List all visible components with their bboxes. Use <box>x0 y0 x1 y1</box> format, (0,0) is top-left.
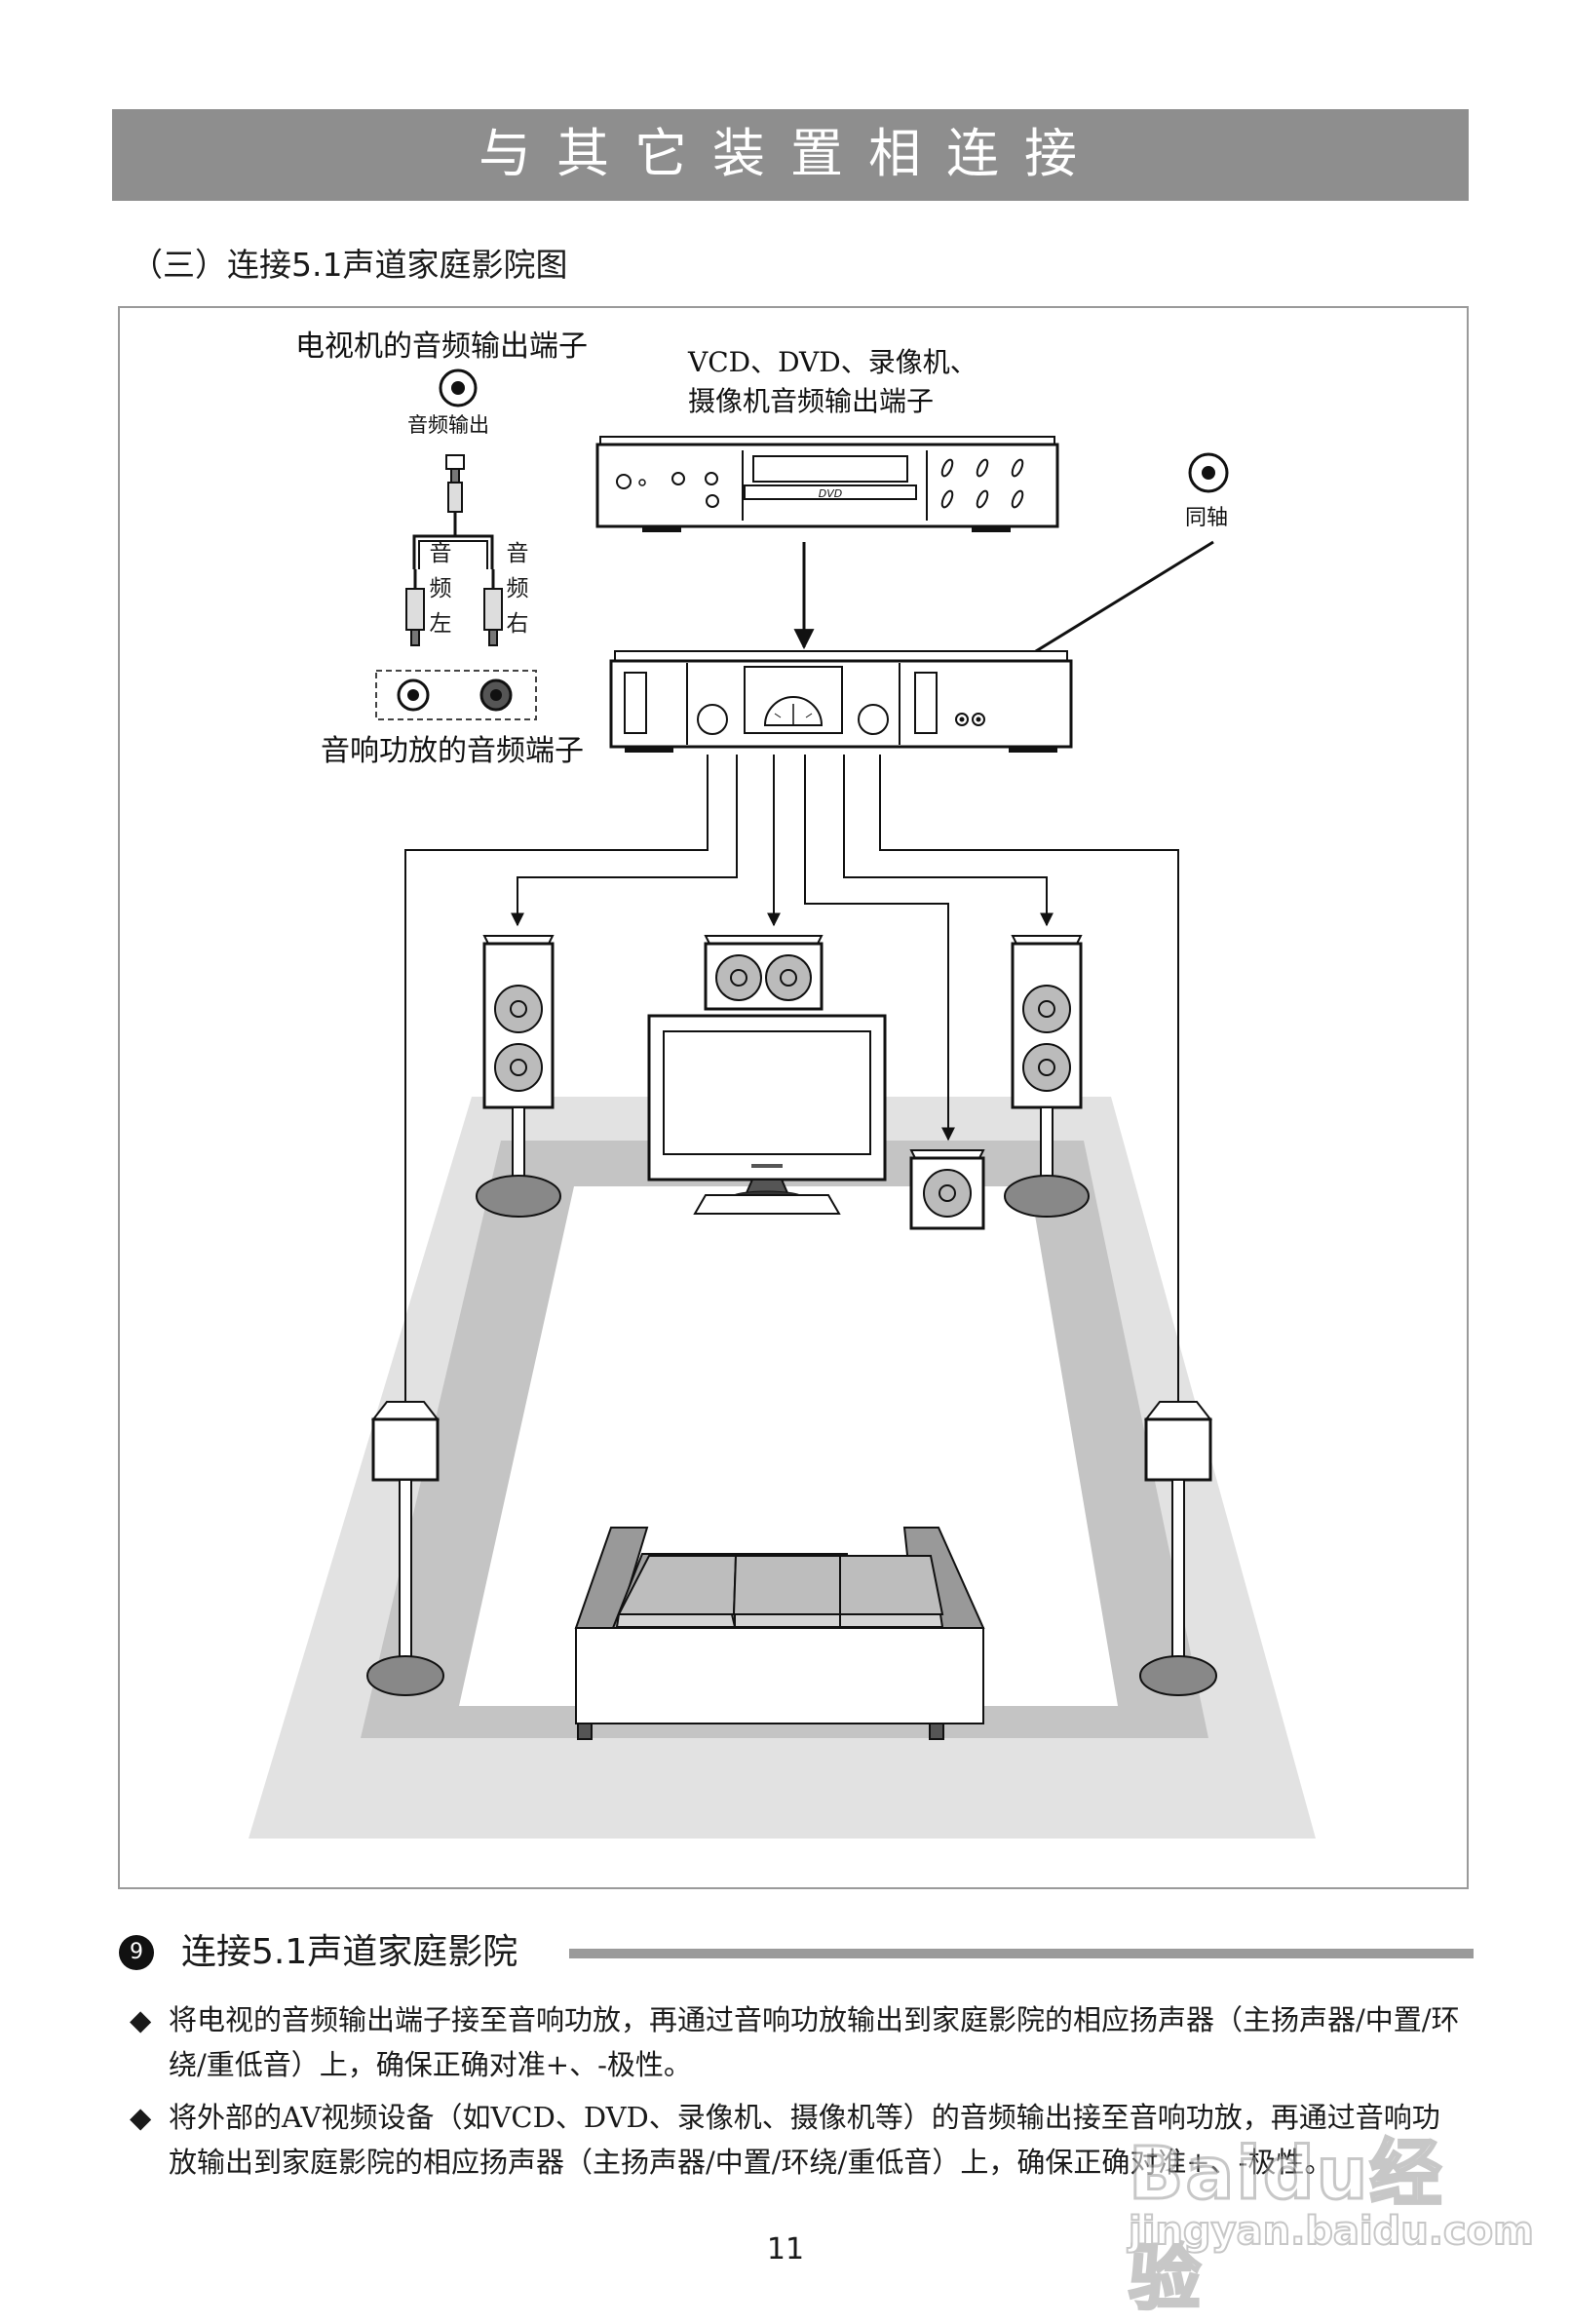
coaxial-label: 同轴 <box>1185 506 1229 530</box>
bullet-text: 将外部的AV视频设备（如VCD、DVD、录像机、摄像机等）的音频输出接至音响功放… <box>169 2101 1440 2179</box>
amp-audio-terminals-label: 音响功放的音频端子 <box>321 734 584 768</box>
front-left-speaker <box>476 935 561 1218</box>
sofa <box>574 1527 985 1740</box>
av-amplifier <box>609 650 1073 753</box>
coaxial-jack <box>1188 452 1229 493</box>
wire-subwoofer <box>804 755 955 1142</box>
watermark-url: jingyan.baidu.com <box>1128 2208 1535 2255</box>
rca-y-cable <box>405 454 503 646</box>
rear-left-speaker <box>366 1401 444 1696</box>
page-header-title: 与其它装置相连接 <box>479 123 1102 184</box>
item-number-badge: 9 <box>119 1935 154 1970</box>
audio-output-label: 音频输出 <box>407 413 489 437</box>
speaker-wires <box>399 755 1185 1415</box>
left-channel-char-2: 频 <box>429 576 452 601</box>
left-channel-char-3: 左 <box>429 611 452 637</box>
watermark-logo: Baidu经验 <box>1128 2131 1444 2322</box>
bullet-text: 将电视的音频输出端子接至音响功放，再通过音响功放输出到家庭影院的相应扬声器（主扬… <box>169 2003 1460 2081</box>
right-channel-char-3: 右 <box>506 611 529 637</box>
baidu-jingyan-watermark: Baidu经验 jingyan.baidu.com <box>1128 2115 1535 2322</box>
item-heading-text: 连接5.1声道家庭影院 <box>181 1932 518 1972</box>
heading-rule <box>569 1949 1474 1958</box>
center-speaker <box>704 935 824 1011</box>
television <box>647 1014 887 1215</box>
bullet-diamond-icon: ◆ <box>130 2101 152 2134</box>
source-label-line2: 摄像机音频输出端子 <box>688 385 935 417</box>
dvd-player: DVD <box>595 436 1059 532</box>
dvd-logo-text: DVD <box>819 487 842 500</box>
amp-audio-input-jacks <box>375 670 537 720</box>
right-channel-char-1: 音 <box>506 541 529 566</box>
wire-rear-left <box>399 755 709 1415</box>
wire-front-left <box>511 755 738 927</box>
front-right-speaker <box>1004 935 1090 1218</box>
wire-rear-right <box>879 755 1185 1415</box>
tv-audio-output-label: 电视机的音频输出端子 <box>295 329 588 364</box>
header-bar: 与其它装置相连接 <box>112 109 1469 201</box>
bullet-item: ◆ 将外部的AV视频设备（如VCD、DVD、录像机、摄像机等）的音频输出接至音响… <box>130 2095 1463 2185</box>
subwoofer <box>909 1149 985 1230</box>
section-title: （三）连接5.1声道家庭影院图 <box>131 246 568 284</box>
rear-right-speaker <box>1139 1401 1217 1696</box>
home-theater-diagram: DVD <box>249 368 1316 1839</box>
right-channel-char-2: 频 <box>506 576 529 601</box>
left-channel-char-1: 音 <box>429 541 452 566</box>
bullet-item: ◆ 将电视的音频输出端子接至音响功放，再通过音响功放输出到家庭影院的相应扬声器（… <box>130 1997 1463 2087</box>
source-label-line1: VCD、DVD、录像机、 <box>688 346 977 378</box>
tv-audio-jack <box>439 368 478 407</box>
diagram-frame <box>118 306 1469 1889</box>
item-heading: 9 连接5.1声道家庭影院 <box>119 1929 1474 1978</box>
wire-front-right <box>843 755 1054 927</box>
bullet-diamond-icon: ◆ <box>130 2003 152 2036</box>
page-number: 11 <box>766 2232 805 2266</box>
